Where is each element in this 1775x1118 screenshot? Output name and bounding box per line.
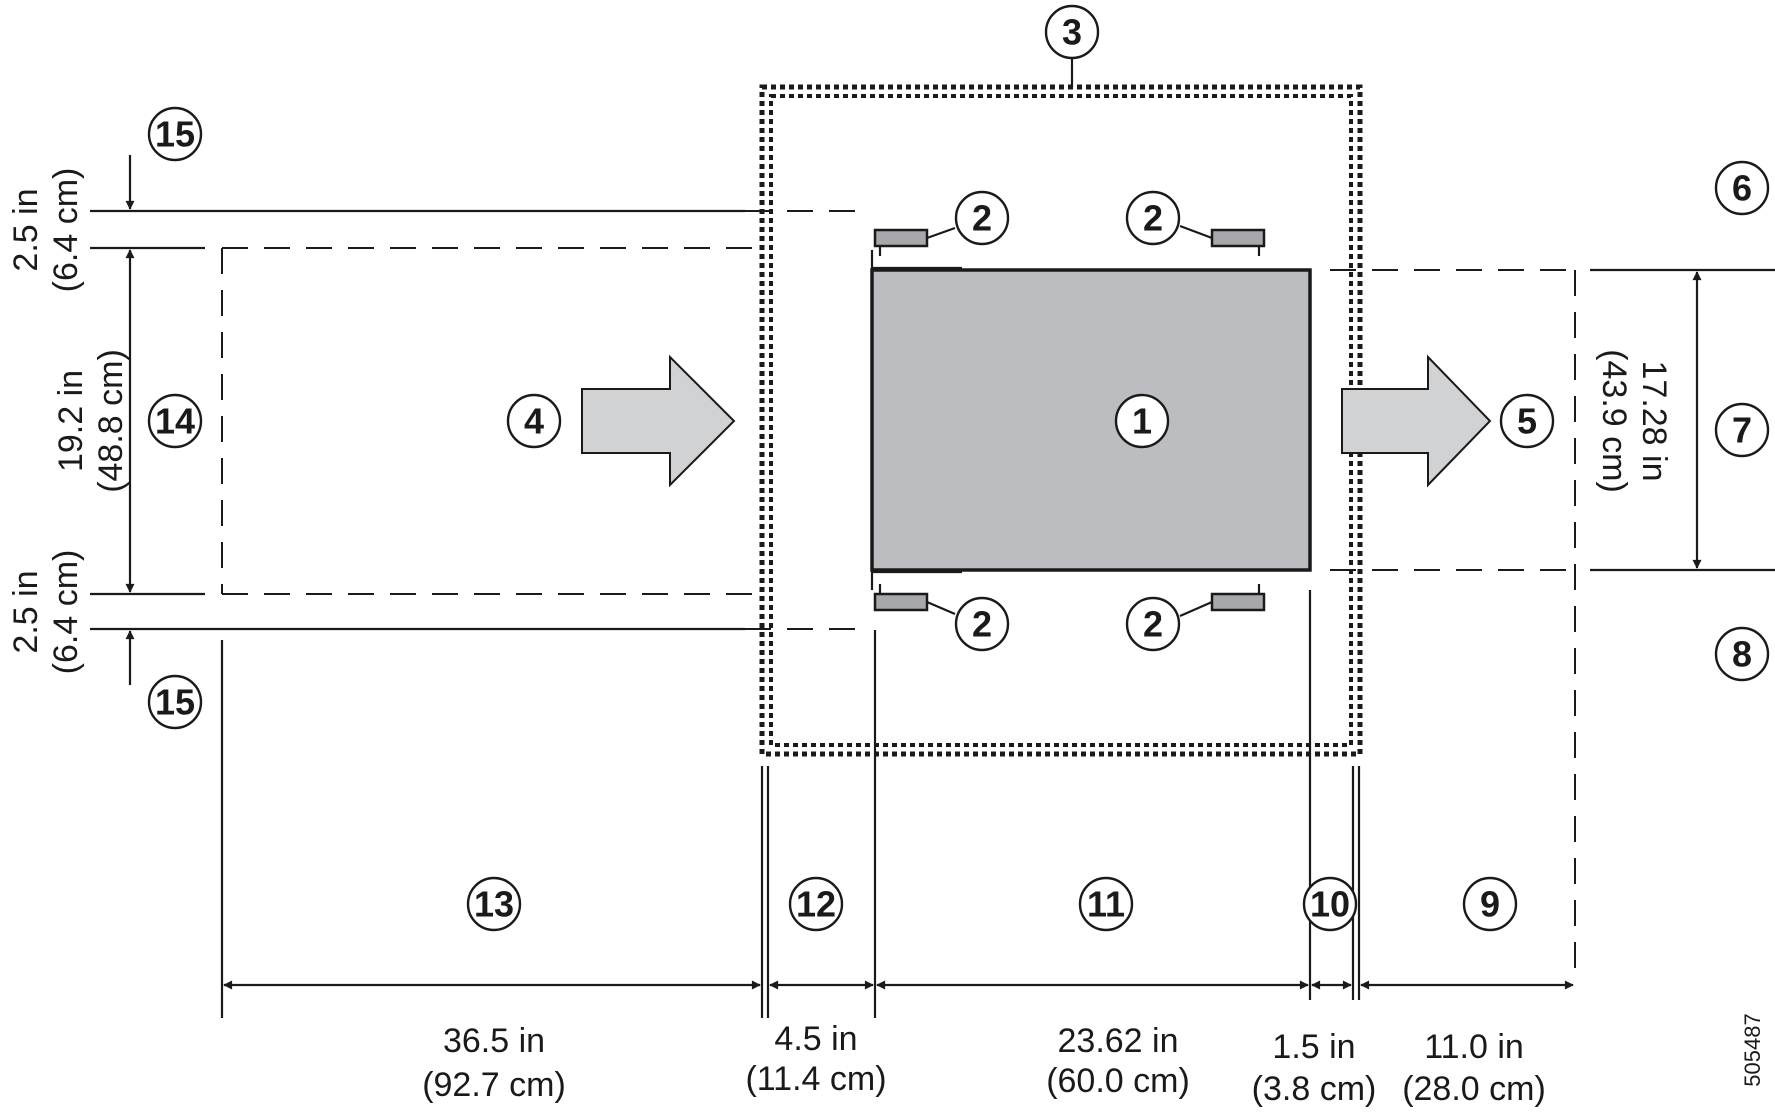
callout-2-label: 2 [1143, 198, 1163, 239]
dimension-arrows [125, 155, 1702, 990]
dim-13-cm: (92.7 cm) [422, 1066, 566, 1104]
dim-right-width: 17.28 in (43.9 cm) [1595, 349, 1673, 493]
dim-left-middle-in: 19.2 in [52, 370, 90, 472]
dim-13-in: 36.5 in [443, 1022, 545, 1060]
callout-12: 12 [788, 876, 844, 932]
dim-left-top-cm: (6.4 cm) [47, 168, 85, 293]
callout-10-label: 10 [1310, 884, 1350, 925]
callout-11: 11 [1078, 876, 1134, 932]
callout-6-label: 6 [1732, 168, 1752, 209]
callout-1-label: 1 [1132, 401, 1152, 442]
callout-10: 10 [1302, 876, 1358, 932]
callout-15-top: 15 [147, 106, 203, 162]
dim-right-width-in: 17.28 in [1635, 361, 1673, 482]
callout-14-label: 14 [155, 401, 195, 442]
dim-12-cm: (11.4 cm) [745, 1060, 886, 1098]
callout-15-label: 15 [155, 682, 195, 723]
callout-5-label: 5 [1517, 401, 1537, 442]
dim-11-cm: (60.0 cm) [1046, 1062, 1190, 1100]
callout-3: 3 [1044, 4, 1100, 60]
callout-2-label: 2 [1143, 604, 1163, 645]
dim-left-bottom: 2.5 in (6.4 cm) [7, 550, 85, 675]
callout-2-label: 2 [972, 604, 992, 645]
rack-footprint [870, 250, 1312, 590]
callout-2-top-right: 2 [1125, 190, 1181, 246]
airflow-exhaust-arrow [1341, 354, 1492, 488]
dim-9-in: 11.0 in [1424, 1028, 1524, 1066]
callout-4-label: 4 [524, 401, 544, 442]
callout-2-bottom-left: 2 [954, 596, 1010, 652]
callout-15-bottom: 15 [147, 674, 203, 730]
callout-2-bottom-right: 2 [1125, 596, 1181, 652]
dim-9-cm: (28.0 cm) [1402, 1070, 1546, 1108]
dim-left-top-in: 2.5 in [7, 188, 45, 271]
callout-4: 4 [506, 393, 562, 449]
callout-9-label: 9 [1480, 884, 1500, 925]
callout-12-label: 12 [796, 884, 836, 925]
callout-13: 13 [466, 876, 522, 932]
callout-5: 5 [1499, 393, 1555, 449]
reference-lines [90, 209, 1775, 1018]
callout-15-label: 15 [155, 114, 195, 155]
callout-1: 1 [1114, 393, 1170, 449]
callout-8-label: 8 [1732, 634, 1752, 675]
dim-left-bottom-in: 2.5 in [7, 570, 45, 653]
clearance-lines [221, 210, 1580, 982]
dim-left-top: 2.5 in (6.4 cm) [7, 168, 85, 293]
dim-10-in: 1.5 in [1272, 1028, 1355, 1066]
dim-left-middle-cm: (48.8 cm) [92, 349, 130, 493]
dim-left-bottom-cm: (6.4 cm) [47, 550, 85, 675]
callout-7: 7 [1714, 402, 1770, 458]
callout-6: 6 [1714, 160, 1770, 216]
figure-id-text: 505487 [1740, 1013, 1765, 1086]
leveling-feet [873, 224, 1266, 618]
callout-2-top-left: 2 [954, 190, 1010, 246]
figure-id: 505487 [1740, 1013, 1765, 1086]
dim-11-in: 23.62 in [1058, 1022, 1179, 1060]
callout-9: 9 [1462, 876, 1518, 932]
dim-left-middle: 19.2 in (48.8 cm) [52, 349, 130, 493]
dim-12-in: 4.5 in [774, 1020, 857, 1058]
callout-8: 8 [1714, 626, 1770, 682]
airflow-intake-arrow [581, 354, 736, 488]
callout-7-label: 7 [1732, 410, 1752, 451]
callout-2-label: 2 [972, 198, 992, 239]
callout-11-label: 11 [1087, 884, 1125, 925]
callout-3-label: 3 [1062, 12, 1082, 53]
callout-14: 14 [147, 393, 203, 449]
callout-13-label: 13 [474, 884, 514, 925]
dim-10-cm: (3.8 cm) [1252, 1070, 1377, 1108]
dim-right-width-cm: (43.9 cm) [1595, 349, 1633, 493]
